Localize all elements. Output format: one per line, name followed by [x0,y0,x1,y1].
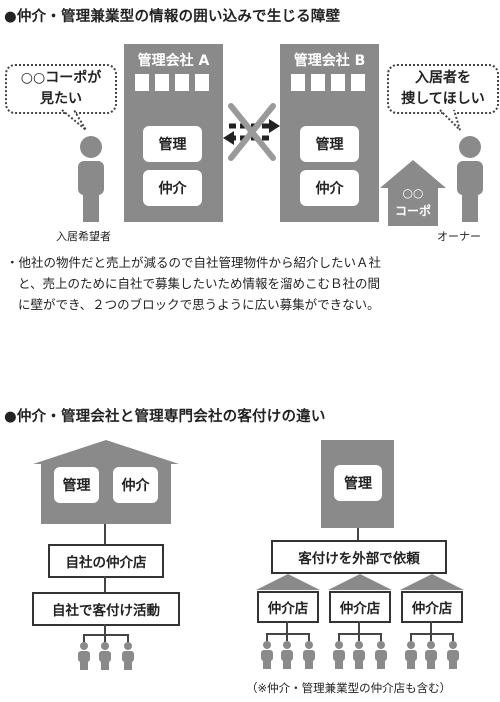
agency-store-3: 仲介店 [401,591,463,623]
connector-line [338,633,340,641]
person-icon [353,641,365,669]
connector-line [83,634,129,636]
company-a-management-box: 管理 [143,126,202,162]
person-icon [405,641,417,669]
connector-line [104,634,106,642]
window [311,74,325,91]
seeker-bubble-line1: ○○コーポが [20,70,102,86]
agency-store-2: 仲介店 [329,591,391,623]
note-line2: と、売上のために自社で募集したいため情報を溜めこむＢ社の間 [18,276,381,291]
person-icon [78,642,90,670]
owner-bubble-line2: 捜してほしい [401,91,485,107]
company-a-brokerage-box: 仲介 [143,170,202,206]
person-icon [99,642,111,670]
owner-speech-bubble: 入居者を 捜してほしい [387,64,499,114]
person-icon [281,641,293,669]
section2-title: ●仲介・管理会社と管理専門会社の客付けの違い [4,409,326,425]
owner-caption: オーナー [437,230,481,243]
bubble-tail [61,109,87,131]
company-b-label: 管理会社 B [293,53,366,69]
footnote: （※仲介・管理兼業型の仲介店も含む） [246,681,452,695]
connector-line [430,633,432,641]
section1-note: ・他社の物件だと売上が減るので自社管理物件から紹介したいＡ社 と、売上のために自… [6,252,498,315]
company-a-building: 管理会社 A 管理 仲介 [124,44,223,222]
person-icon [333,641,345,669]
agency-store-1: 仲介店 [257,591,319,623]
left-management-box: 管理 [54,467,99,503]
seeker-speech-bubble: ○○コーポが 見たい [5,64,117,114]
note-line1: ・他社の物件だと売上が減るので自社管理物件から紹介したいＡ社 [6,255,382,270]
connector-line [430,621,432,633]
blocked-exchange-icon [223,103,280,161]
person-icon [303,641,315,669]
connector-line [380,633,382,641]
window [195,74,209,91]
window [291,74,305,91]
agency-roofs [256,574,464,590]
company-a-label: 管理会社 A [137,53,210,69]
window [331,74,345,91]
person-icon [425,641,437,669]
person-icon [447,641,459,669]
connector-line [104,524,106,544]
connector-line [286,621,288,633]
connector-line [358,633,360,641]
own-brokerage-store-box: 自社の仲介店 [48,544,164,578]
connector-line [266,633,310,635]
company-b-management-box: 管理 [300,126,359,162]
window [351,74,365,91]
house-icon [380,160,446,226]
house-label: ○○ コーポ [380,184,446,220]
connector-line [127,634,129,642]
company-b-building: 管理会社 B 管理 仲介 [280,44,379,222]
connector-line [308,633,310,641]
window [175,74,189,91]
window [155,74,169,91]
person-icon [261,641,273,669]
connector-line [286,633,288,641]
connector-line [357,528,359,540]
right-management-box: 管理 [334,465,382,501]
person-icon [122,642,134,670]
connector-line [104,624,106,634]
connector-line [358,621,360,633]
seeker-bubble-line2: 見たい [40,91,82,107]
owner-bubble-line1: 入居者を [415,70,471,86]
person-icon [375,641,387,669]
bubble-tail [439,109,461,131]
connector-line [83,634,85,642]
person-icon [78,136,104,222]
own-placement-activity-box: 自社で客付け活動 [32,592,180,626]
house-label-line1: ○○ [402,186,424,200]
connector-line [338,633,382,635]
connector-line [104,576,106,592]
connector-line [410,633,454,635]
person-icon [457,136,483,222]
left-brokerage-box: 仲介 [113,467,158,503]
company-b-brokerage-box: 仲介 [300,170,359,206]
section1-title: ●仲介・管理兼業型の情報の囲い込みで生じる障壁 [4,9,341,25]
connector-line [266,633,268,641]
window [135,74,149,91]
outsourced-placement-box: 客付けを外部で依頼 [271,540,447,574]
connector-line [410,633,412,641]
house-label-line2: コーポ [394,204,431,218]
seeker-caption: 入居希望者 [56,230,111,243]
connector-line [452,633,454,641]
note-line3: に壁ができ、２つのブロックで思うように広い募集ができない。 [18,297,380,312]
